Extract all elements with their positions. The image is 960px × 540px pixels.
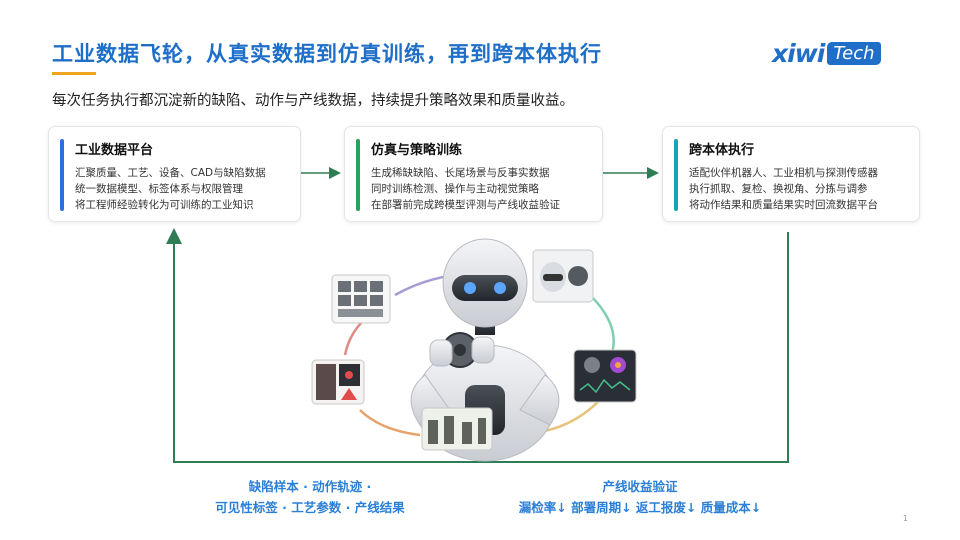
cycle-arc-right bbox=[589, 294, 615, 354]
robot-visor bbox=[452, 275, 518, 301]
card-accent-bar bbox=[60, 139, 64, 211]
warning-icon bbox=[341, 388, 357, 400]
bottom-left-line: 可见性标签 · 工艺参数 · 产线结果 bbox=[215, 500, 405, 515]
robot-data-flywheel-illustration bbox=[300, 235, 650, 465]
robot-hand-left bbox=[429, 339, 453, 367]
thumbnail-part-grid bbox=[331, 274, 391, 324]
card-line: 在部署前完成跨模型评测与产线收益验证 bbox=[371, 199, 560, 211]
robot-eye-right bbox=[494, 282, 506, 294]
robot-arm-right bbox=[519, 374, 560, 426]
thumbnail-heatmap-analysis bbox=[573, 349, 637, 403]
card-line: 适配伙伴机器人、工业相机与探测传感器 bbox=[689, 167, 878, 179]
card-accent-bar bbox=[674, 139, 678, 211]
data-feedback-labels: 缺陷样本 · 动作轨迹 · 可见性标签 · 工艺参数 · 产线结果 bbox=[180, 476, 440, 518]
card-line: 生成稀缺缺陷、长尾场景与反事实数据 bbox=[371, 167, 550, 179]
page-subtitle: 每次任务执行都沉淀新的缺陷、动作与产线数据，持续提升策略效果和质量收益。 bbox=[52, 93, 574, 109]
feedback-loop-line bbox=[166, 228, 789, 463]
card-line: 汇聚质量、工艺、设备、CAD与缺陷数据 bbox=[75, 167, 266, 179]
bottom-right-line: 漏检率↓ 部署周期↓ 返工报废↓ 质量成本↓ bbox=[518, 500, 762, 515]
robot-scene-svg bbox=[311, 238, 637, 462]
card-line: 执行抓取、复检、换视角、分拣与调参 bbox=[689, 183, 868, 195]
card-accent-bar bbox=[356, 139, 360, 211]
cycle-arc-bottom-left bbox=[359, 409, 421, 437]
production-benefit-labels: 产线收益验证 漏检率↓ 部署周期↓ 返工报废↓ 质量成本↓ bbox=[480, 476, 800, 518]
held-part-hub bbox=[454, 344, 466, 356]
page-number: 1 bbox=[902, 514, 908, 523]
page-title: 工业数据飞轮，从真实数据到仿真训练，再到跨本体执行 bbox=[52, 42, 602, 66]
thumbnail-robot-workcell bbox=[421, 407, 493, 451]
card-simulation-training: 仿真与策略训练 生成稀缺缺陷、长尾场景与反事实数据 同时训练检测、操作与主动视觉… bbox=[344, 126, 603, 222]
card-title: 工业数据平台 bbox=[75, 143, 154, 158]
card-industrial-data-platform: 工业数据平台 汇聚质量、工艺、设备、CAD与缺陷数据 统一数据模型、标签体系与权… bbox=[48, 126, 301, 222]
card-line: 将工程师经验转化为可训练的工业知识 bbox=[75, 199, 254, 211]
robot-eye-left bbox=[464, 282, 476, 294]
logo-brand-text: xiwi bbox=[772, 38, 825, 68]
card-line: 统一数据模型、标签体系与权限管理 bbox=[75, 183, 243, 195]
title-underline bbox=[52, 72, 96, 75]
thumbnail-robot-closeup bbox=[532, 249, 594, 303]
card-title: 跨本体执行 bbox=[689, 143, 755, 158]
bottom-left-line: 缺陷样本 · 动作轨迹 · bbox=[248, 479, 372, 494]
card-title: 仿真与策略训练 bbox=[371, 143, 463, 158]
card-line: 同时训练检测、操作与主动视觉策略 bbox=[371, 183, 539, 195]
logo-badge: Tech bbox=[827, 41, 881, 65]
robot-hand-right bbox=[471, 336, 495, 364]
card-line: 将动作结果和质量结果实时回流数据平台 bbox=[689, 199, 878, 211]
thumbnail-defect-warning bbox=[311, 359, 365, 405]
xiwi-tech-logo: xiwi Tech bbox=[772, 38, 881, 68]
card-cross-embodiment-execution: 跨本体执行 适配伙伴机器人、工业相机与探测传感器 执行抓取、复检、换视角、分拣与… bbox=[662, 126, 920, 222]
bottom-right-line: 产线收益验证 bbox=[602, 479, 678, 494]
